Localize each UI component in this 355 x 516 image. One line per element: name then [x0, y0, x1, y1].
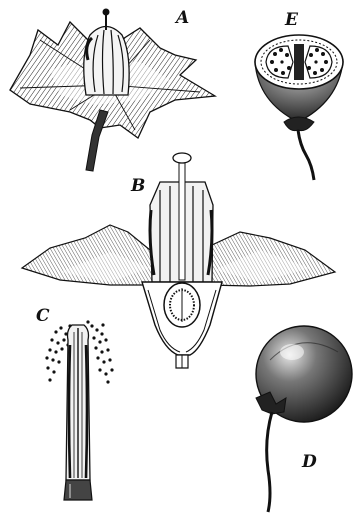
figure-e-fruit-section — [255, 35, 343, 180]
figure-label-c: C — [36, 308, 50, 325]
figure-label-a: A — [176, 10, 189, 27]
figure-a-flower — [10, 9, 215, 172]
figure-d-berry — [256, 326, 352, 512]
figure-label-d: D — [302, 454, 317, 471]
figure-label-b: B — [131, 178, 145, 195]
figure-label-e: E — [285, 12, 298, 29]
figure-c-stamen — [45, 320, 113, 500]
figure-b-stigma — [173, 153, 191, 163]
